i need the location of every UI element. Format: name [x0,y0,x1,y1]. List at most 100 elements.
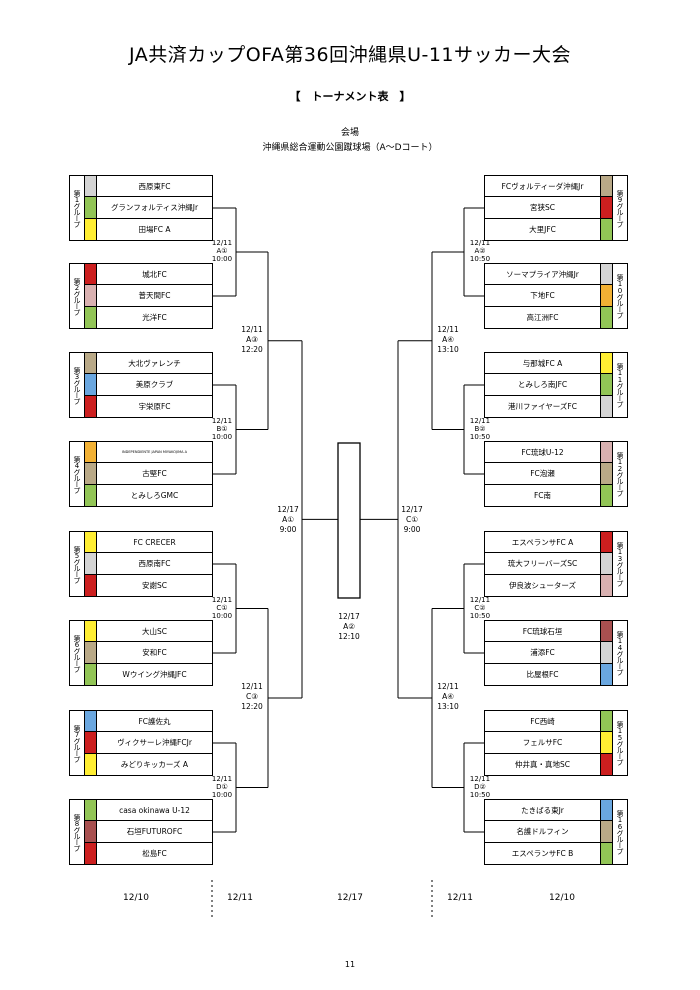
team-color-swatch [85,821,97,842]
team-row: FC琉球U-12 [485,442,612,464]
team-row: 田場FC A [85,218,212,240]
match-date: 12/11 [211,774,233,783]
team-name: 高江洲FC [526,312,559,322]
match-court: B① [216,424,228,433]
team-name: ソーマプライア沖縄Jr [506,269,579,279]
team-color-swatch [85,484,97,506]
team-row: Wウイング沖縄JFC [85,663,212,685]
team-color-swatch [85,732,97,753]
team-color-swatch [600,842,612,864]
team-name: 名護ドルフィン [516,826,569,836]
team-list: エスペランサFC A 琉大フリーバーズSC 伊良波シューターズ [485,532,612,596]
team-color-swatch [85,353,97,374]
team-color-swatch [600,442,612,463]
team-color-swatch [600,532,612,553]
match-time: 10:50 [469,255,491,263]
team-row: 普天間FC [85,285,212,307]
team-row: 安和FC [85,642,212,664]
match-court: C③ [246,692,258,701]
team-name: 琉大フリーバーズSC [507,558,578,568]
team-row: FC琉球石垣 [485,621,612,643]
team-name: とみしろGMC [130,490,179,500]
match-date: 12/11 [211,239,233,247]
match-court: D① [216,782,228,791]
match-court: C① [406,515,418,525]
team-row: 西原南FC [85,553,212,575]
team-name: 宇栄原FC [138,401,171,411]
team-row: 浦添FC [485,642,612,664]
team-name: 西原南FC [138,558,171,568]
team-color-swatch [85,574,97,596]
team-color-swatch [85,285,97,306]
team-name: エスペランサFC A [511,537,574,547]
team-color-swatch [600,353,612,374]
team-color-swatch [600,753,612,775]
team-color-swatch [600,306,612,328]
group-box-13: 第13グループ エスペランサFC A 琉大フリーバーズSC 伊良波シューターズ [484,531,628,597]
team-row: エスペランサFC A [485,532,612,554]
team-color-swatch [600,732,612,753]
group-label: 第4グループ [70,442,85,506]
group-label: 第3グループ [70,353,85,417]
group-label: 第9グループ [612,176,627,240]
match-date: 12/11 [211,416,233,425]
team-row: エスペランサFC B [485,842,612,864]
team-color-swatch [600,395,612,417]
match-court: A② [343,622,355,631]
team-color-swatch [85,463,97,484]
team-color-swatch [85,753,97,775]
team-name: 下地FC [530,290,555,300]
team-row: FC南 [485,484,612,506]
team-name: 与那城FC A [522,358,563,368]
team-color-swatch [85,663,97,685]
group-label: 第11グループ [612,353,627,417]
team-list: ソーマプライア沖縄Jr 下地FC 高江洲FC [485,264,612,328]
team-name: FC泡瀬 [530,468,555,478]
team-name: 安謝SC [142,580,167,590]
group-label: 第13グループ [612,532,627,596]
match-time: 12:20 [241,344,263,354]
team-name: 城北FC [142,269,167,279]
team-row: 大里JFC [485,218,612,240]
team-row: 安謝SC [85,574,212,596]
match-court: A③ [246,334,258,344]
match-date: 12/11 [469,416,491,425]
team-color-swatch [85,842,97,864]
team-color-swatch [85,176,97,197]
team-name: 伊良波シューターズ [508,580,577,590]
team-row: 下地FC [485,285,612,307]
team-name: FC南 [533,490,552,500]
group-label: 第15グループ [612,711,627,775]
team-color-swatch [600,821,612,842]
team-name: ヴィクサーレ沖縄FCJr [117,737,192,747]
match-date: 12/11 [469,774,491,783]
team-color-swatch [600,574,612,596]
team-row: たきばる東Jr [485,800,612,822]
team-row: casa okinawa U-12 [85,800,212,822]
team-color-swatch [85,642,97,663]
team-row: 琉大フリーバーズSC [485,553,612,575]
team-name: 大北ヴァレンチ [128,358,181,368]
team-color-swatch [85,395,97,417]
match-court: A① [216,247,228,255]
match-date: 12/11 [469,595,491,604]
champion-box [337,442,361,599]
match-court: C② [474,603,486,612]
team-color-swatch [600,264,612,285]
group-label: 第8グループ [70,800,85,864]
team-color-swatch [600,800,612,821]
match-date: 12/11 [469,239,491,247]
team-name: 安和FC [142,647,167,657]
